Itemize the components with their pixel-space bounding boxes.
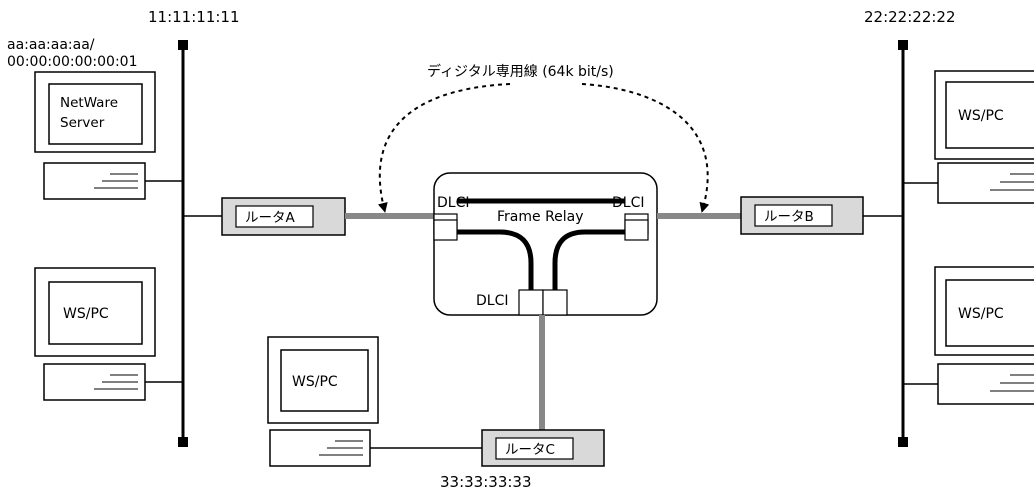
server-mac-address-line1: aa:aa:aa:aa/ [7, 37, 95, 53]
left-segment-address: 11:11:11:11 [148, 8, 240, 26]
right-bottom-ws-label: WS/PC [958, 306, 1004, 322]
dlci-right-port-2 [624, 219, 649, 241]
dlci-bottom-label: DLCI [476, 293, 508, 309]
bottom-ws-label: WS/PC [292, 374, 338, 390]
server-screen [48, 83, 143, 145]
dlci-bottom-port-2 [542, 289, 568, 316]
frame-relay-label: Frame Relay [497, 209, 584, 225]
right-segment-bottom-terminator [898, 437, 908, 447]
server-label-line2: Server [60, 115, 105, 131]
left-ws-screen [48, 281, 143, 345]
netware-server: NetWare Server [34, 71, 183, 200]
router-b-label: ルータB [764, 209, 814, 225]
left-ws-label: WS/PC [63, 306, 109, 322]
bottom-segment-address: 33:33:33:33 [440, 473, 532, 491]
left-workstation: WS/PC [34, 267, 183, 401]
right-top-ws-screen [945, 81, 1034, 149]
leased-line-label: ディジタル専用線 (64k bit/s) [427, 63, 614, 80]
dlci-left-port-2 [433, 219, 458, 241]
right-bottom-ws-screen [945, 279, 1034, 347]
right-bottom-workstation: WS/PC [903, 266, 1034, 405]
router-a-label-box [235, 205, 314, 228]
right-segment-address: 22:22:22:22 [864, 8, 956, 26]
left-segment-bottom-terminator [178, 437, 188, 447]
router-c-label-box [495, 437, 574, 460]
leased-line-arrow-right [581, 83, 710, 213]
pvc-a-to-c [457, 229, 534, 290]
right-bottom-ws-keyboard [937, 363, 1034, 405]
bottom-workstation: WS/PC [267, 336, 482, 467]
pvc-b-to-c [552, 229, 625, 290]
router-c: ルータC [481, 429, 605, 467]
router-a: ルータA [221, 197, 346, 236]
right-ethernet-segment [898, 40, 908, 447]
frame-relay-network: Frame Relay DLCI DLCI DLCI [433, 172, 658, 316]
server-label-line1: NetWare [60, 95, 118, 111]
right-top-workstation: WS/PC [903, 70, 1034, 204]
router-b-label-box [754, 204, 833, 227]
server-mac-address-line2: 00:00:00:00:00:01 [7, 54, 137, 70]
router-b: ルータB [740, 196, 864, 235]
router-a-label: ルータA [245, 210, 295, 226]
right-segment-top-terminator [898, 40, 908, 50]
left-ethernet-segment [178, 40, 188, 447]
leased-line-arrow-left [377, 83, 511, 213]
router-c-label: ルータC [505, 442, 555, 458]
dlci-bottom-port-1 [518, 289, 544, 316]
right-top-ws-keyboard [937, 162, 1034, 204]
left-segment-top-terminator [178, 40, 188, 50]
bottom-ws-screen [280, 349, 369, 412]
right-top-ws-label: WS/PC [958, 108, 1004, 124]
